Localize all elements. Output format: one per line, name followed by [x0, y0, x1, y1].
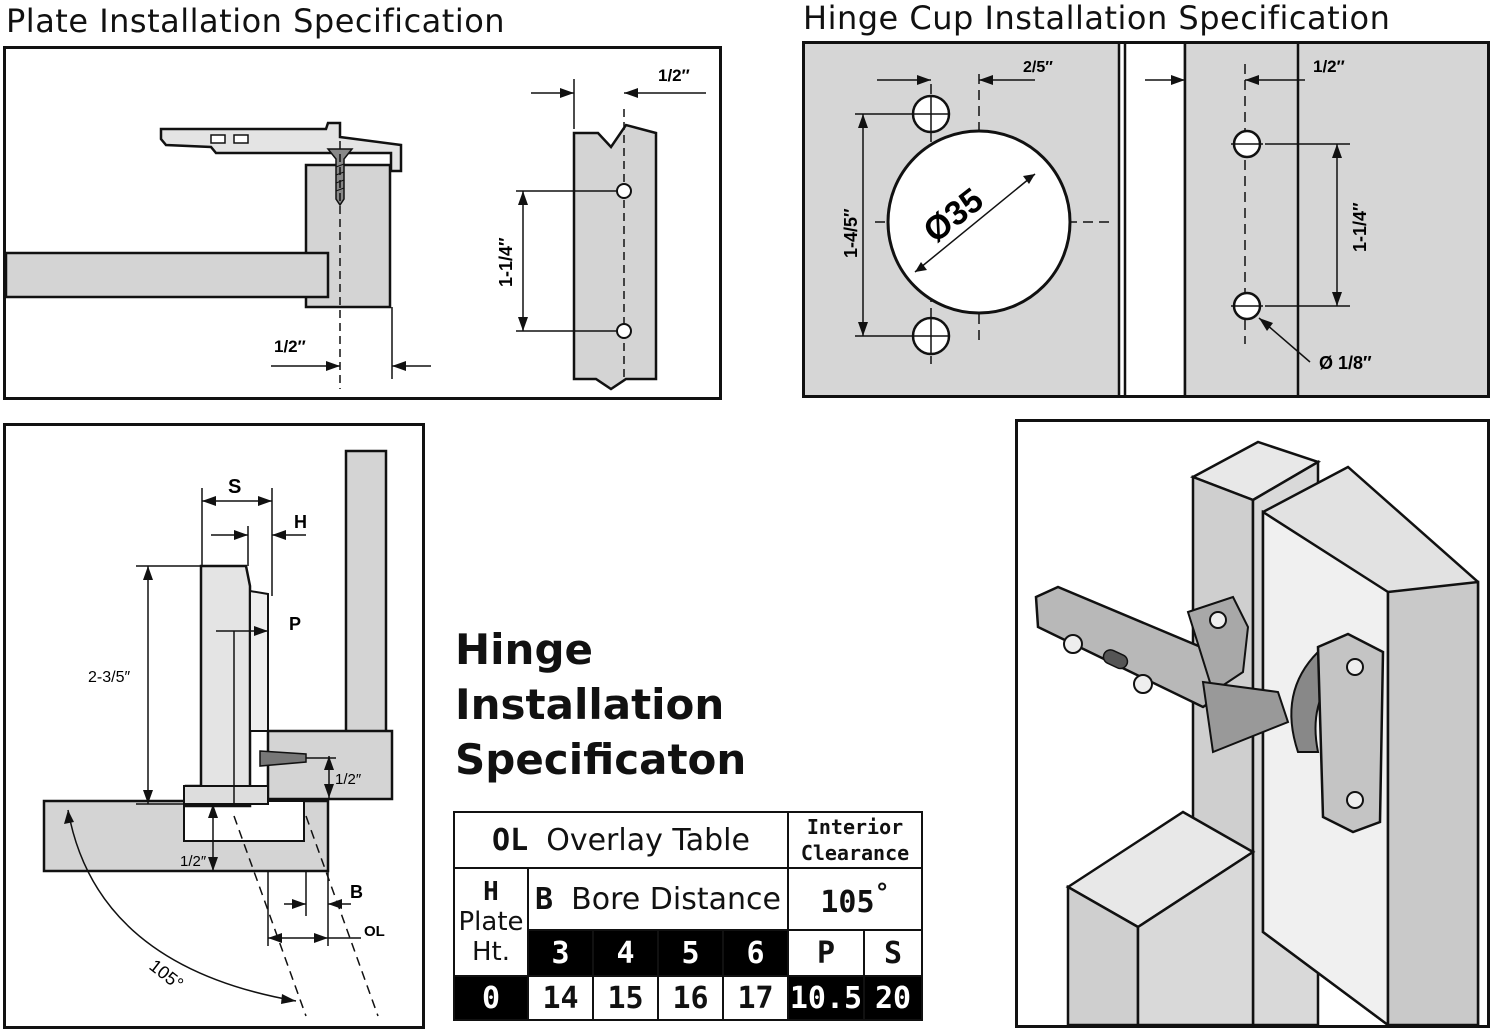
hinge-installation-heading: Hinge Installation Specificaton — [455, 622, 746, 787]
angle-label: 105° — [146, 955, 188, 994]
heading-line-1: Hinge — [455, 625, 593, 674]
plate-bottom-dim-label: 1/2″ — [274, 337, 306, 356]
b-dim-label: B — [350, 882, 363, 902]
heading-line-2: Installation — [455, 680, 725, 729]
bore-value-cell: 3 — [527, 929, 594, 977]
s-header-cell: S — [863, 929, 923, 977]
cup-hole-spacing-label: 1-4/5″ — [841, 208, 861, 258]
s-value-cell: 20 — [863, 975, 923, 1021]
b-label: B — [535, 881, 554, 917]
ht-label: Ht. — [471, 937, 510, 967]
bore-value-cell: 6 — [722, 929, 789, 977]
overlay-value-cell: 15 — [592, 975, 659, 1021]
hinge-side-panel: S H 2-3/5″ P 1/2″ 1/2″ B — [3, 423, 425, 1029]
plate-depth-label: 1/2″ — [335, 771, 362, 788]
overlay-value-cell: 14 — [527, 975, 594, 1021]
bore-distance-label: Bore Distance — [571, 881, 781, 917]
overlay-table-header-text: Overlay Table — [546, 822, 750, 858]
plate-spec-title: Plate Installation Specification — [6, 2, 506, 40]
cup-spec-title: Hinge Cup Installation Specification — [803, 0, 1391, 37]
plate-installation-panel: 1/2″ 1/2″ 1-1/4″ — [3, 46, 722, 400]
ol-dim-label: OL — [364, 923, 385, 940]
overlay-table: OL Overlay Table Interior Clearance H Pl… — [453, 811, 923, 1021]
bore-distance-header: B Bore Distance — [527, 867, 789, 931]
hinge-cup-diagram: Ø35 1-4/5″ 2/5″ 1/2″ 1-1/4″ Ø 1/8″ — [805, 44, 1487, 395]
clearance-label: Clearance — [800, 841, 910, 865]
small-hole-label: Ø 1/8″ — [1319, 353, 1372, 373]
heading-line-3: Specificaton — [455, 735, 747, 784]
plate-top-dim-label: 1/2″ — [658, 66, 690, 85]
plate-hole-spacing-cup-label: 1-1/4″ — [1350, 202, 1370, 252]
hinge-cup-panel: Ø35 1-4/5″ 2/5″ 1/2″ 1-1/4″ Ø 1/8″ — [802, 41, 1490, 398]
overlay-table-header: OL Overlay Table — [453, 811, 789, 869]
plate-diagram: 1/2″ 1/2″ 1-1/4″ — [6, 66, 706, 391]
degree-sign: ° — [874, 878, 890, 907]
angle-header: 105° — [787, 867, 923, 931]
ol-header-label: OL — [492, 822, 529, 858]
cup-plate-offset-label: 1/2″ — [1313, 57, 1345, 76]
interior-label: Interior — [806, 815, 904, 839]
p-value-cell: 10.5 — [787, 975, 865, 1021]
cup-offset-label: 2/5″ — [1023, 59, 1053, 76]
hinge-side-diagram: S H 2-3/5″ P 1/2″ 1/2″ B — [42, 449, 394, 1017]
plate-height-header: H Plate Ht. — [453, 867, 529, 977]
overlay-value-cell: 16 — [657, 975, 724, 1021]
hinge-3d-illustration — [1034, 440, 1480, 1025]
bore-value-cell: 4 — [592, 929, 659, 977]
door-depth-label: 1/2″ — [180, 853, 207, 870]
angle-value: 105 — [820, 885, 875, 920]
s-dim-label: S — [228, 476, 241, 498]
hinge-illustration-panel — [1015, 419, 1490, 1028]
h-dim-label: H — [294, 512, 307, 532]
bore-value-cell: 5 — [657, 929, 724, 977]
plate-height-value-cell: 0 — [453, 975, 529, 1021]
height-dim-label: 2-3/5″ — [88, 669, 130, 686]
p-header-cell: P — [787, 929, 865, 977]
plate-label: Plate — [458, 907, 524, 937]
plate-hole-spacing-label: 1-1/4″ — [496, 237, 516, 287]
overlay-value-cell: 17 — [722, 975, 789, 1021]
p-dim-label: P — [289, 614, 301, 634]
h-label: H — [483, 877, 499, 907]
interior-clearance-header: Interior Clearance — [787, 811, 923, 869]
